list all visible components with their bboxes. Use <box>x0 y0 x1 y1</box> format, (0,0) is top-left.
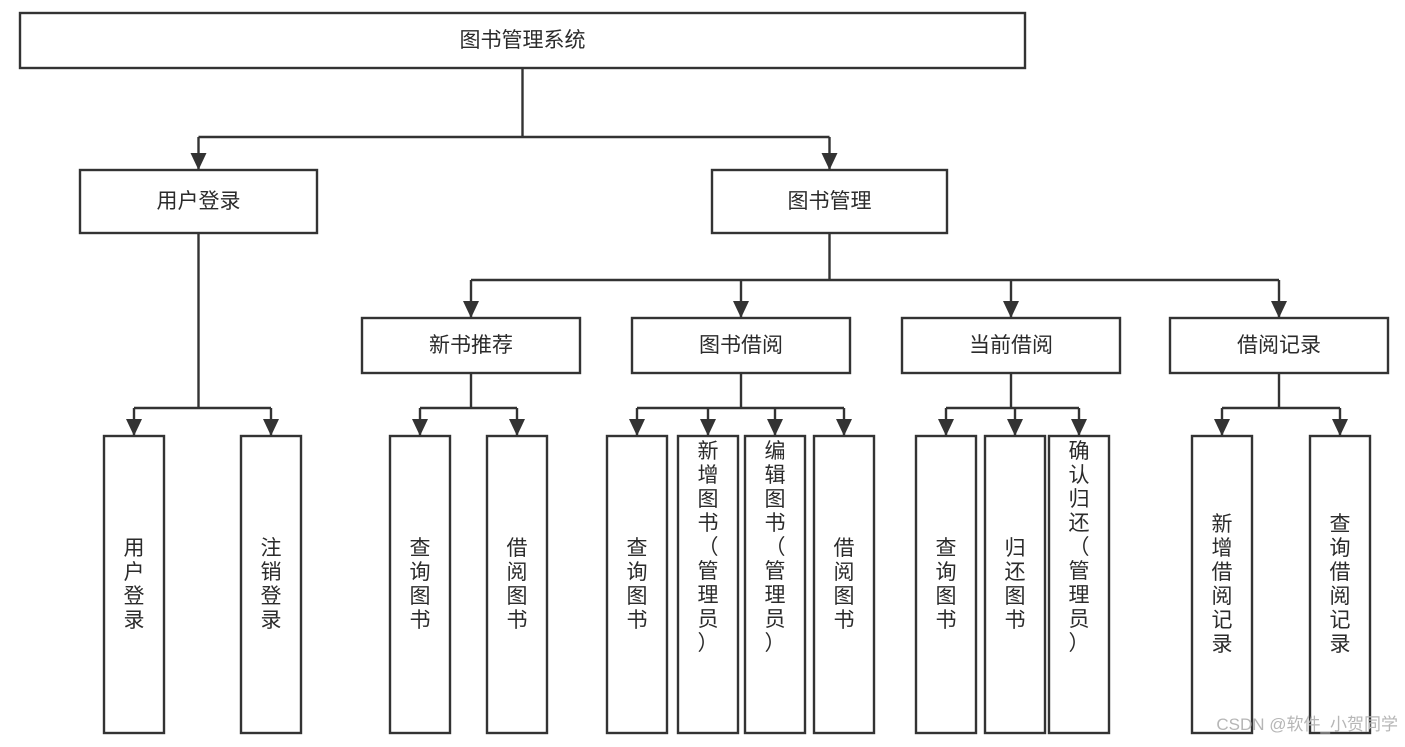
node-root[interactable]: 图书管理系统 <box>18 11 1027 70</box>
node-box-leaf-confirm-return-admin[interactable] <box>1047 434 1111 735</box>
node-book-management[interactable]: 图书管理 <box>710 168 949 235</box>
node-box-leaf-return-book[interactable] <box>983 434 1047 735</box>
node-box-current-borrow[interactable] <box>900 316 1122 375</box>
edge-group-root <box>190 68 838 170</box>
node-label-leaf-query-book-3: 查询图书 <box>936 537 957 632</box>
node-leaf-query-borrow-record[interactable]: 查询借阅记录 <box>1308 434 1372 735</box>
node-label-root: 图书管理系统 <box>460 29 586 52</box>
node-label-leaf-add-book-admin: 新增图书（管理员） <box>698 440 719 655</box>
arrow-head-icon <box>1271 301 1287 318</box>
node-label-current-borrow: 当前借阅 <box>969 334 1053 357</box>
node-box-leaf-query-book-1[interactable] <box>388 434 452 735</box>
node-label-book-management: 图书管理 <box>788 190 872 213</box>
node-leaf-return-book[interactable]: 归还图书 <box>983 434 1047 735</box>
edges-layer <box>126 68 1348 436</box>
node-box-leaf-add-book-admin[interactable] <box>676 434 740 735</box>
node-label-leaf-return-book: 归还图书 <box>1005 537 1026 632</box>
node-box-leaf-edit-book-admin[interactable] <box>743 434 807 735</box>
arrow-head-icon <box>463 301 479 318</box>
arrow-head-icon <box>733 301 749 318</box>
arrow-head-icon <box>263 419 279 436</box>
node-box-leaf-query-borrow-record[interactable] <box>1308 434 1372 735</box>
node-leaf-add-book-admin[interactable]: 新增图书（管理员） <box>676 434 740 735</box>
node-label-new-book-recommend: 新书推荐 <box>429 334 513 357</box>
node-label-leaf-borrow-book-2: 借阅图书 <box>834 537 855 632</box>
arrow-head-icon <box>1007 419 1023 436</box>
node-label-leaf-confirm-return-admin: 确认归还（管理员） <box>1069 440 1090 655</box>
node-box-leaf-query-book-2[interactable] <box>605 434 669 735</box>
node-label-leaf-user-login: 用户登录 <box>124 537 145 632</box>
node-new-book-recommend[interactable]: 新书推荐 <box>360 316 582 375</box>
arrow-head-icon <box>1214 419 1230 436</box>
node-box-root[interactable] <box>18 11 1027 70</box>
edge-group-book-borrow <box>629 373 852 436</box>
edge-group-book-management <box>463 233 1287 318</box>
node-box-book-management[interactable] <box>710 168 949 235</box>
arrow-head-icon <box>1332 419 1348 436</box>
edge-group-borrow-record <box>1214 373 1348 436</box>
node-box-borrow-record[interactable] <box>1168 316 1390 375</box>
node-leaf-user-login[interactable]: 用户登录 <box>102 434 166 735</box>
node-leaf-borrow-book-2[interactable]: 借阅图书 <box>812 434 876 735</box>
node-box-leaf-borrow-book-2[interactable] <box>812 434 876 735</box>
node-box-leaf-user-login[interactable] <box>102 434 166 735</box>
arrow-head-icon <box>126 419 142 436</box>
arrow-head-icon <box>836 419 852 436</box>
node-label-leaf-query-book-2: 查询图书 <box>627 537 648 632</box>
node-label-user-login: 用户登录 <box>157 190 241 213</box>
node-label-leaf-query-book-1: 查询图书 <box>410 537 431 632</box>
arrow-head-icon <box>509 419 525 436</box>
node-box-user-login[interactable] <box>78 168 319 235</box>
arrow-head-icon <box>700 419 716 436</box>
node-label-leaf-borrow-book-1: 借阅图书 <box>507 537 528 632</box>
node-label-leaf-user-logout: 注销登录 <box>261 537 282 632</box>
node-leaf-add-borrow-record[interactable]: 新增借阅记录 <box>1190 434 1254 735</box>
arrow-head-icon <box>1003 301 1019 318</box>
arrow-head-icon <box>938 419 954 436</box>
node-leaf-query-book-3[interactable]: 查询图书 <box>914 434 978 735</box>
node-label-leaf-query-borrow-record: 查询借阅记录 <box>1330 513 1351 656</box>
node-user-login[interactable]: 用户登录 <box>78 168 319 235</box>
node-box-leaf-query-book-3[interactable] <box>914 434 978 735</box>
node-box-leaf-add-borrow-record[interactable] <box>1190 434 1254 735</box>
arrow-head-icon <box>1071 419 1087 436</box>
node-box-new-book-recommend[interactable] <box>360 316 582 375</box>
edge-group-current-borrow <box>938 373 1087 436</box>
node-leaf-query-book-2[interactable]: 查询图书 <box>605 434 669 735</box>
arrow-head-icon <box>190 153 207 170</box>
node-borrow-record[interactable]: 借阅记录 <box>1168 316 1390 375</box>
node-leaf-edit-book-admin[interactable]: 编辑图书（管理员） <box>743 434 807 735</box>
arrow-head-icon <box>767 419 783 436</box>
node-label-leaf-add-borrow-record: 新增借阅记录 <box>1212 513 1233 656</box>
node-box-book-borrow[interactable] <box>630 316 852 375</box>
edge-group-new-book-recommend <box>412 373 525 436</box>
edge-group-user-login <box>126 233 279 436</box>
node-label-leaf-edit-book-admin: 编辑图书（管理员） <box>765 440 786 655</box>
watermark-label: CSDN @软件_小贺同学 <box>1216 715 1398 734</box>
node-current-borrow[interactable]: 当前借阅 <box>900 316 1122 375</box>
arrow-head-icon <box>412 419 428 436</box>
arrow-head-icon <box>821 153 838 170</box>
node-book-borrow[interactable]: 图书借阅 <box>630 316 852 375</box>
node-leaf-query-book-1[interactable]: 查询图书 <box>388 434 452 735</box>
node-label-book-borrow: 图书借阅 <box>699 334 783 357</box>
arrow-head-icon <box>629 419 645 436</box>
node-leaf-borrow-book-1[interactable]: 借阅图书 <box>485 434 549 735</box>
node-label-borrow-record: 借阅记录 <box>1237 334 1321 357</box>
node-leaf-user-logout[interactable]: 注销登录 <box>239 434 303 735</box>
node-leaf-confirm-return-admin[interactable]: 确认归还（管理员） <box>1047 434 1111 735</box>
nodes-layer: 图书管理系统用户登录图书管理新书推荐图书借阅当前借阅借阅记录用户登录注销登录查询… <box>18 11 1390 735</box>
node-box-leaf-borrow-book-1[interactable] <box>485 434 549 735</box>
node-box-leaf-user-logout[interactable] <box>239 434 303 735</box>
